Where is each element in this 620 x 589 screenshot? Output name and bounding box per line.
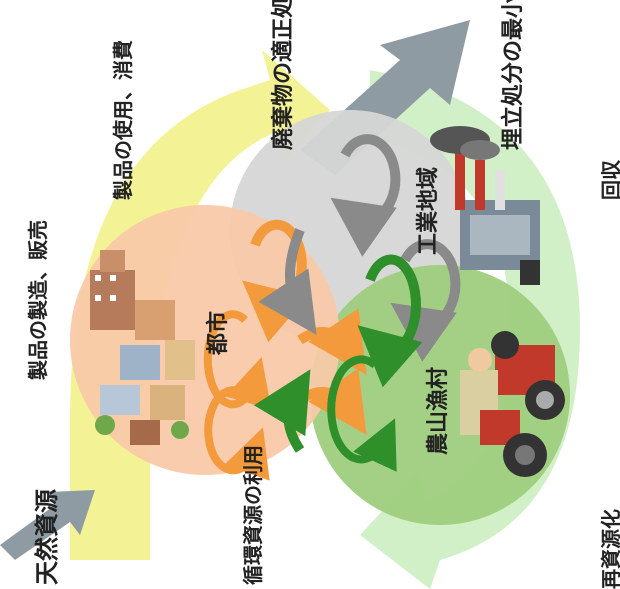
rural-loop-mid xyxy=(327,355,397,472)
label-waste-treatment: 廃棄物の適正処理 xyxy=(270,0,296,150)
label-industrial: 工業地域 xyxy=(415,167,441,255)
rural-city-link xyxy=(253,369,311,453)
city-buildings-icon xyxy=(90,250,195,445)
rural-loop-top xyxy=(357,254,423,388)
label-rural: 農山漁村 xyxy=(425,367,451,455)
label-reuse: 再資源化 xyxy=(599,509,620,589)
label-recycled-use: 循環資源の利用 xyxy=(241,445,265,585)
industry-city-link xyxy=(258,228,317,335)
industry-loop-bottom xyxy=(390,239,461,362)
label-landfill-min: 埋立処分の最小化 xyxy=(500,0,526,150)
label-use-consumption: 製品の使用、消費 xyxy=(111,40,135,200)
label-recovery: 回収 xyxy=(599,159,620,200)
label-natural-resources: 天然資源 xyxy=(33,489,61,585)
city-industry-link xyxy=(297,308,367,375)
city-loop-bottom xyxy=(204,386,270,481)
gray-resource-arrow xyxy=(0,490,95,560)
label-manufacture-sale: 製品の製造、販売 xyxy=(26,220,50,380)
farmer-tractor-icon xyxy=(460,331,565,477)
label-city: 都市 xyxy=(205,311,231,356)
city-loop-mid xyxy=(203,310,272,410)
industry-loop-top xyxy=(330,134,401,257)
factory-icon xyxy=(430,126,540,285)
